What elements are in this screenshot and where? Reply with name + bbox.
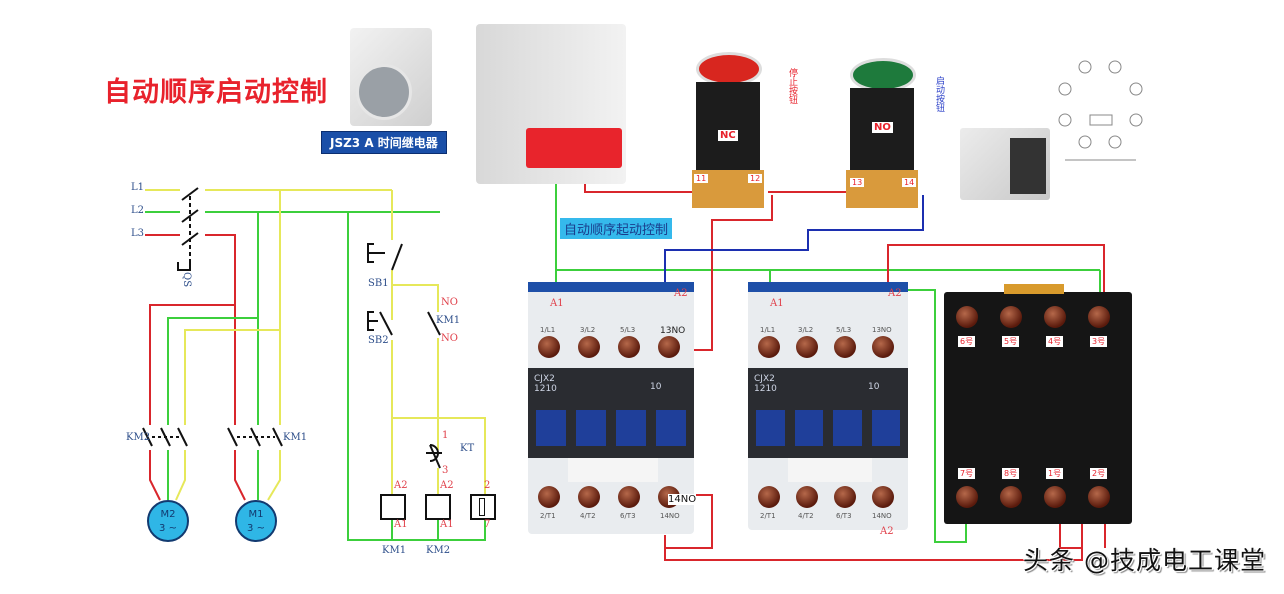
label-coil-km2: KM2 [426, 545, 451, 556]
label-qs: QS [181, 272, 192, 288]
wire-blue [664, 195, 924, 295]
socket-terminal [1044, 486, 1066, 508]
relay-pin-diagram [1058, 60, 1143, 161]
terminal [834, 486, 856, 508]
terminal [796, 486, 818, 508]
wire-l1-m2 [184, 190, 281, 425]
terminal [872, 336, 894, 358]
coil-km1 [380, 494, 406, 520]
label-km1-aux: KM1 [436, 315, 461, 326]
terminal [758, 336, 780, 358]
circuit-breaker-image [476, 24, 626, 184]
socket-terminal [1044, 306, 1066, 328]
nc-tag: NC [718, 130, 738, 141]
terminal [872, 486, 894, 508]
terminal [538, 336, 560, 358]
center-label: 自动顺序起动控制 [560, 218, 673, 239]
contactor-km1: CJX2 1210 10 1/L1 3/L2 5/L3 13NO 2/T1 4/… [528, 282, 697, 534]
stop-button-caption: 停止按钮 [787, 68, 797, 104]
label-coil-km1: KM1 [382, 545, 407, 556]
start-push-button: NO 13 14 [842, 58, 922, 216]
page-title: 自动顺序启动控制 [104, 77, 328, 108]
watermark: 头条 @技成电工课堂 [1023, 546, 1266, 575]
start-button-cap [850, 58, 916, 92]
motor-m1: M1 3 ~ [235, 500, 277, 542]
motor-m2: M2 3 ~ [147, 500, 189, 542]
label-l2: L2 [131, 205, 145, 216]
wire-l2-m2 [167, 212, 259, 425]
start-button-caption: 启动按钮 [934, 76, 944, 112]
label-km2-main: KM2 [126, 432, 151, 443]
contactor-km2: CJX2 1210 10 1/L1 3/L2 5/L3 13NO 2/T1 4/… [748, 282, 908, 537]
label-km1-main: KM1 [283, 432, 308, 443]
relay-socket: 6号 5号 4号 3号 7号 8号 1号 2号 [944, 284, 1132, 524]
timer-dial-icon [356, 64, 412, 120]
terminal [758, 486, 780, 508]
terminal [834, 336, 856, 358]
terminal [618, 336, 640, 358]
timer-relay-image [350, 28, 432, 126]
coil-km2 [425, 494, 451, 520]
stop-push-button: NC 11 12 [688, 52, 768, 214]
terminal [578, 336, 600, 358]
terminal [538, 486, 560, 508]
terminal [658, 336, 680, 358]
no-tag: NO [872, 122, 893, 133]
socket-terminal [1088, 306, 1110, 328]
breaker-handle [526, 128, 622, 168]
coil-kt [470, 494, 496, 520]
label-l3: L3 [131, 228, 145, 239]
terminal [796, 336, 818, 358]
main-contacts [142, 427, 283, 447]
terminal [578, 486, 600, 508]
label-kt: KT [460, 443, 475, 454]
relay-body-image [960, 128, 1050, 200]
label-sb1: SB1 [368, 278, 389, 289]
timer-relay-badge: JSZ3 A 时间继电器 [321, 131, 447, 154]
socket-terminal [1000, 486, 1022, 508]
terminal [618, 486, 640, 508]
stop-button-cap [696, 52, 762, 86]
socket-terminal [1088, 486, 1110, 508]
label-l1: L1 [131, 182, 145, 193]
socket-terminal [956, 306, 978, 328]
socket-terminal [1000, 306, 1022, 328]
label-sb2: SB2 [368, 335, 389, 346]
power-bus [145, 189, 486, 541]
km1-aux-symbol [427, 311, 441, 336]
qs-breaker-symbol [177, 187, 199, 271]
socket-terminal [956, 486, 978, 508]
